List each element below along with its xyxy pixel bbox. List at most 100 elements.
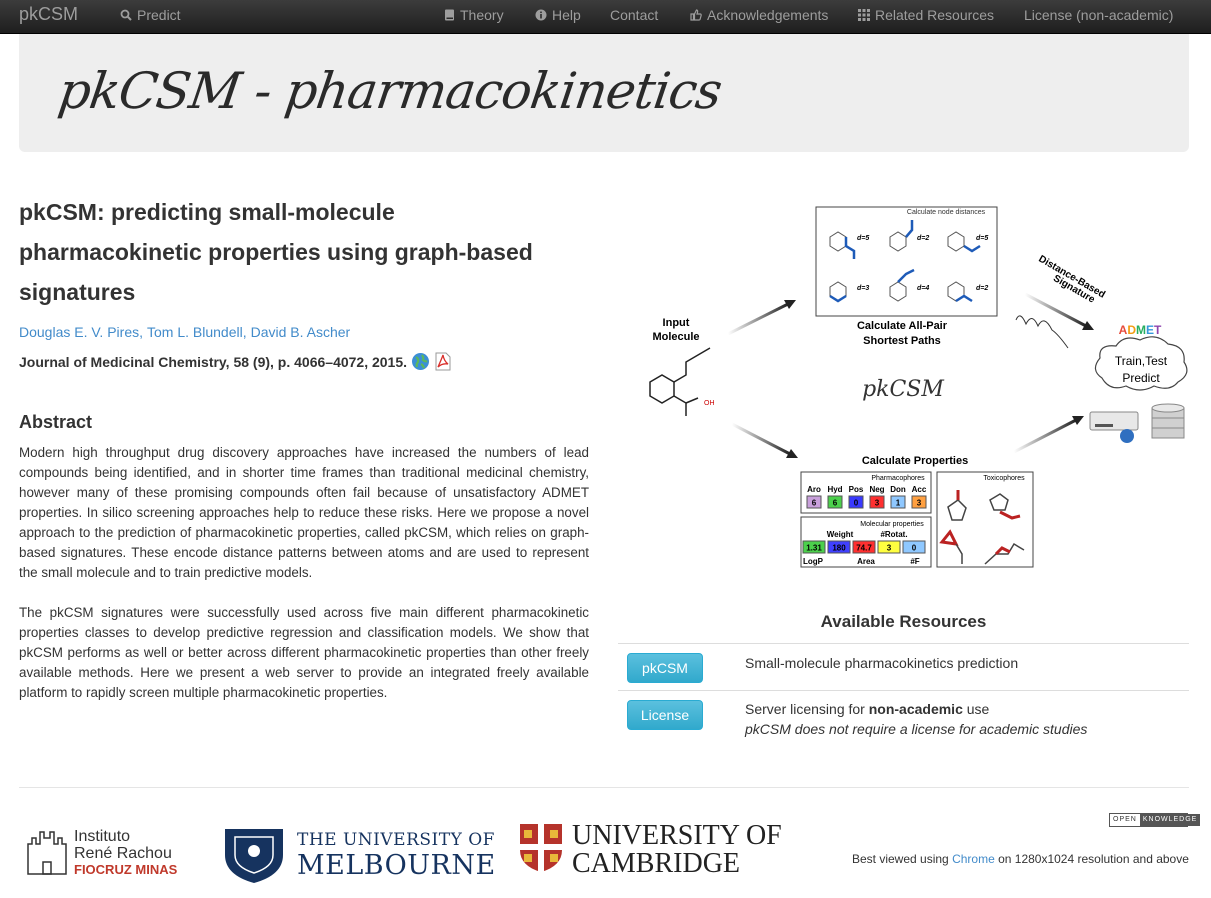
pharmacophore-label: Aro [807, 485, 821, 494]
toxicophores-label: Toxicophores [983, 475, 1025, 482]
nav-license-label: License (non-academic) [1024, 7, 1174, 23]
nav-license[interactable]: License (non-academic) [1024, 7, 1173, 23]
pkcsm-script: pkCSM [862, 377, 944, 402]
pharmacophore-label: Neg [869, 485, 884, 494]
signature-scribble [1015, 315, 1069, 349]
melbourne-line: THE UNIVERSITY OF [297, 829, 495, 850]
header-title: pkCSM - pharmacokinetics [54, 62, 725, 120]
mol-label: LogP [803, 557, 824, 566]
cambridge-line: UNIVERSITY OF [572, 820, 782, 851]
input-label: Molecule [652, 331, 699, 343]
resource-row: pkCSM Small-molecule pharmacokinetics pr… [618, 643, 1189, 690]
train-label: Train,Test [1115, 354, 1168, 368]
nav-related-resources[interactable]: Related Resources [858, 7, 994, 23]
mol-prop-cell [852, 540, 876, 554]
nav-help-label: Help [552, 7, 581, 23]
browser-note: Best viewed using Chrome on 1280x1024 re… [852, 852, 1189, 866]
author-list: Douglas E. V. Pires, Tom L. Blundell, Da… [19, 324, 350, 340]
journal-citation: Journal of Medicinal Chemistry, 58 (9), … [19, 352, 452, 371]
pharmacophores-box [800, 471, 932, 514]
fiocruz-line: Instituto [74, 828, 131, 845]
resource-description: Server licensing for non-academic use pk… [745, 699, 1087, 739]
license-button[interactable]: License [627, 700, 703, 730]
globe-icon[interactable] [411, 352, 430, 371]
melbourne-logo[interactable]: THE UNIVERSITY OF MELBOURNE [221, 825, 496, 885]
nav-related-resources-label: Related Resources [875, 7, 995, 23]
thumbs-up-icon [690, 9, 702, 21]
license-text-pre: Server licensing for [745, 701, 869, 717]
mol-prop-cell [827, 540, 851, 554]
calc-props-label: Calculate Properties [862, 455, 968, 467]
arrow [731, 422, 791, 456]
mol-label: Weight [827, 530, 854, 539]
nav-predict[interactable]: Predict [120, 7, 181, 23]
pharmacophore-cell [890, 495, 906, 509]
pharmacophore-value: 6 [812, 499, 817, 508]
nav-theory[interactable]: Theory [444, 7, 504, 23]
pharmacophore-value: 0 [854, 499, 859, 508]
brand-link[interactable]: pkCSM [19, 4, 79, 24]
pdf-icon[interactable] [434, 352, 452, 371]
abstract-paragraph: The pkCSM signatures were successfully u… [19, 605, 589, 700]
nav-contact[interactable]: Contact [610, 7, 658, 23]
pharmacophore-cell [806, 495, 822, 509]
nav-theory-label: Theory [460, 7, 504, 23]
ok-part: KNOWLEDGE [1139, 814, 1201, 826]
nav-help[interactable]: Help [535, 7, 581, 23]
pharmacophores-label: Pharmacophores [871, 475, 925, 482]
cloud-shape [1094, 336, 1188, 391]
database-icon [1151, 403, 1185, 439]
fiocruz-logo[interactable]: Instituto René Rachou FIOCRUZ MINAS [26, 828, 177, 877]
navbar: pkCSM Predict Theory Help Contact Acknow… [0, 0, 1211, 34]
distance-label: d=5 [976, 235, 988, 242]
oh-label: OH [704, 400, 715, 407]
chrome-link[interactable]: Chrome [952, 852, 995, 866]
ok-part: OPEN [1113, 816, 1137, 823]
pharmacophore-cell [869, 495, 885, 509]
mol-label: #Rotat. [880, 530, 907, 539]
cambridge-line: CAMBRIDGE [572, 848, 741, 879]
mol-prop-value: 3 [887, 544, 892, 553]
pharmacophore-label: Pos [849, 485, 864, 494]
pharmacophore-value: 1 [896, 499, 901, 508]
mol-props-label: Molecular properties [860, 521, 924, 528]
input-label: Input [663, 317, 690, 329]
browser-note-post: on 1280x1024 resolution and above [994, 852, 1189, 866]
melbourne-crest-icon [225, 829, 283, 883]
nav-acknowledgements-label: Acknowledgements [707, 7, 829, 23]
book-icon [445, 9, 454, 21]
arrow [1024, 292, 1087, 328]
pharmacophore-value: 3 [917, 499, 922, 508]
node-distances-label: Calculate node distances [907, 209, 986, 216]
nav-contact-label: Contact [610, 7, 659, 23]
cambridge-logo[interactable]: UNIVERSITY OF CAMBRIDGE [518, 822, 782, 878]
all-pair-label: Calculate All-Pair [857, 320, 948, 332]
aspirin-molecule [649, 347, 711, 416]
resource-description: Small-molecule pharmacokinetics predicti… [745, 655, 1019, 671]
footer-divider [19, 787, 1189, 788]
author-link[interactable]: David B. Ascher [250, 324, 351, 340]
author-link[interactable]: Tom L. Blundell, [147, 324, 247, 340]
nav-acknowledgements[interactable]: Acknowledgements [690, 7, 828, 23]
pharmacophore-label: Don [890, 485, 906, 494]
mol-prop-value: 0 [912, 544, 917, 553]
toxicophore-structures [939, 490, 1025, 565]
grid-icon [858, 9, 870, 21]
distance-label: d=5 [857, 235, 869, 242]
abstract-paragraph: Modern high throughput drug discovery ap… [19, 445, 589, 580]
paper-title: pkCSM: predicting small-molecule pharmac… [19, 199, 533, 305]
pharmacophore-label: Acc [912, 485, 927, 494]
resource-row: License Server licensing for non-academi… [618, 690, 1189, 746]
mol-label: Area [857, 557, 875, 566]
author-link[interactable]: Douglas E. V. Pires, [19, 324, 143, 340]
open-knowledge-badge[interactable]: OPEN KNOWLEDGE [1109, 813, 1201, 827]
journal-text: Journal of Medicinal Chemistry, 58 (9), … [19, 353, 408, 370]
browser-note-pre: Best viewed using [852, 852, 953, 866]
search-icon [120, 9, 132, 21]
pkcsm-button[interactable]: pkCSM [627, 653, 703, 683]
arrow [727, 302, 789, 336]
abstract-heading: Abstract [19, 412, 93, 432]
pharmacophore-cell [911, 495, 927, 509]
mol-label: #F [910, 557, 919, 566]
pharmacophore-cell [848, 495, 864, 509]
